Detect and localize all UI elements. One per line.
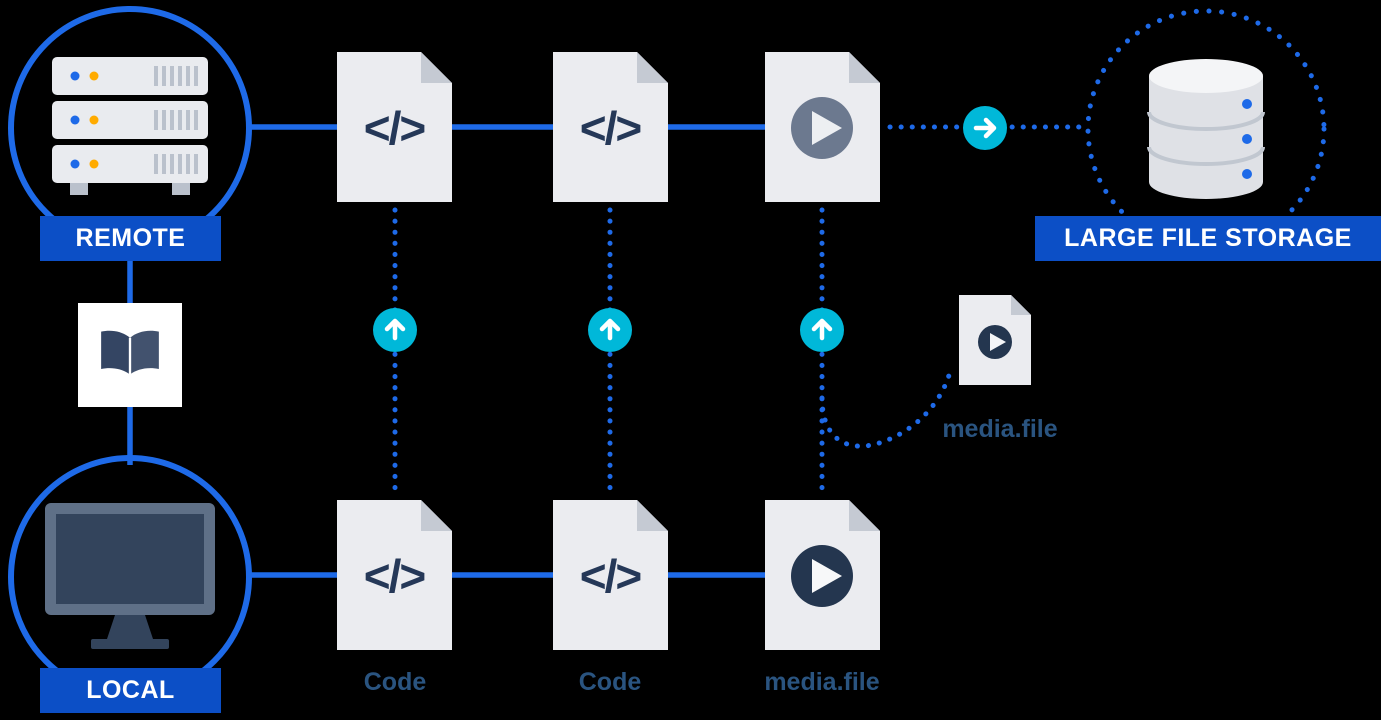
- remote-code-file-2: </>: [553, 52, 668, 202]
- dotted-pointer-branch: [819, 369, 953, 449]
- arrow-up-icon: [811, 318, 833, 341]
- code-file-icon: </>: [337, 52, 452, 202]
- media-file-icon: [765, 52, 880, 202]
- local-file-label-2: Code: [578, 668, 642, 696]
- code-file-icon: </>: [553, 500, 668, 650]
- push-button-1: [373, 308, 417, 352]
- arrow-up-icon: [384, 318, 406, 341]
- monitor-icon: [45, 503, 215, 649]
- local-badge: LOCAL: [40, 668, 221, 713]
- push-button-2: [588, 308, 632, 352]
- server-stack-icon: [52, 57, 208, 195]
- remote-media-file: [765, 52, 880, 202]
- local-code-file-1: </>: [337, 500, 452, 650]
- local-node: [8, 455, 252, 699]
- storage-node: [1146, 54, 1266, 204]
- repository-book-tile: [78, 303, 182, 407]
- code-file-icon: </>: [553, 52, 668, 202]
- storage-dotted-ring: [1085, 8, 1327, 250]
- media-file-icon: [959, 295, 1031, 385]
- local-media-file: [765, 500, 880, 650]
- transfer-to-storage-button: [963, 106, 1007, 150]
- local-file-label-3: media.file: [764, 668, 880, 696]
- media-file-icon: [765, 500, 880, 650]
- push-button-3: [800, 308, 844, 352]
- code-glyph: </>: [364, 102, 425, 154]
- remote-node: [8, 6, 252, 250]
- code-glyph: </>: [580, 102, 641, 154]
- open-book-icon: [101, 330, 159, 375]
- remote-code-file-1: </>: [337, 52, 452, 202]
- arrow-right-icon: [973, 117, 997, 139]
- code-file-icon: </>: [337, 500, 452, 650]
- local-file-label-1: Code: [363, 668, 427, 696]
- pointer-file-label: media.file: [942, 415, 1058, 443]
- arrow-up-icon: [599, 318, 621, 341]
- pointer-media-file: [959, 295, 1031, 385]
- code-glyph: </>: [364, 550, 425, 602]
- storage-badge: LARGE FILE STORAGE: [1035, 216, 1381, 261]
- code-glyph: </>: [580, 550, 641, 602]
- database-icon: [1147, 59, 1265, 199]
- local-code-file-2: </>: [553, 500, 668, 650]
- remote-badge: REMOTE: [40, 216, 221, 261]
